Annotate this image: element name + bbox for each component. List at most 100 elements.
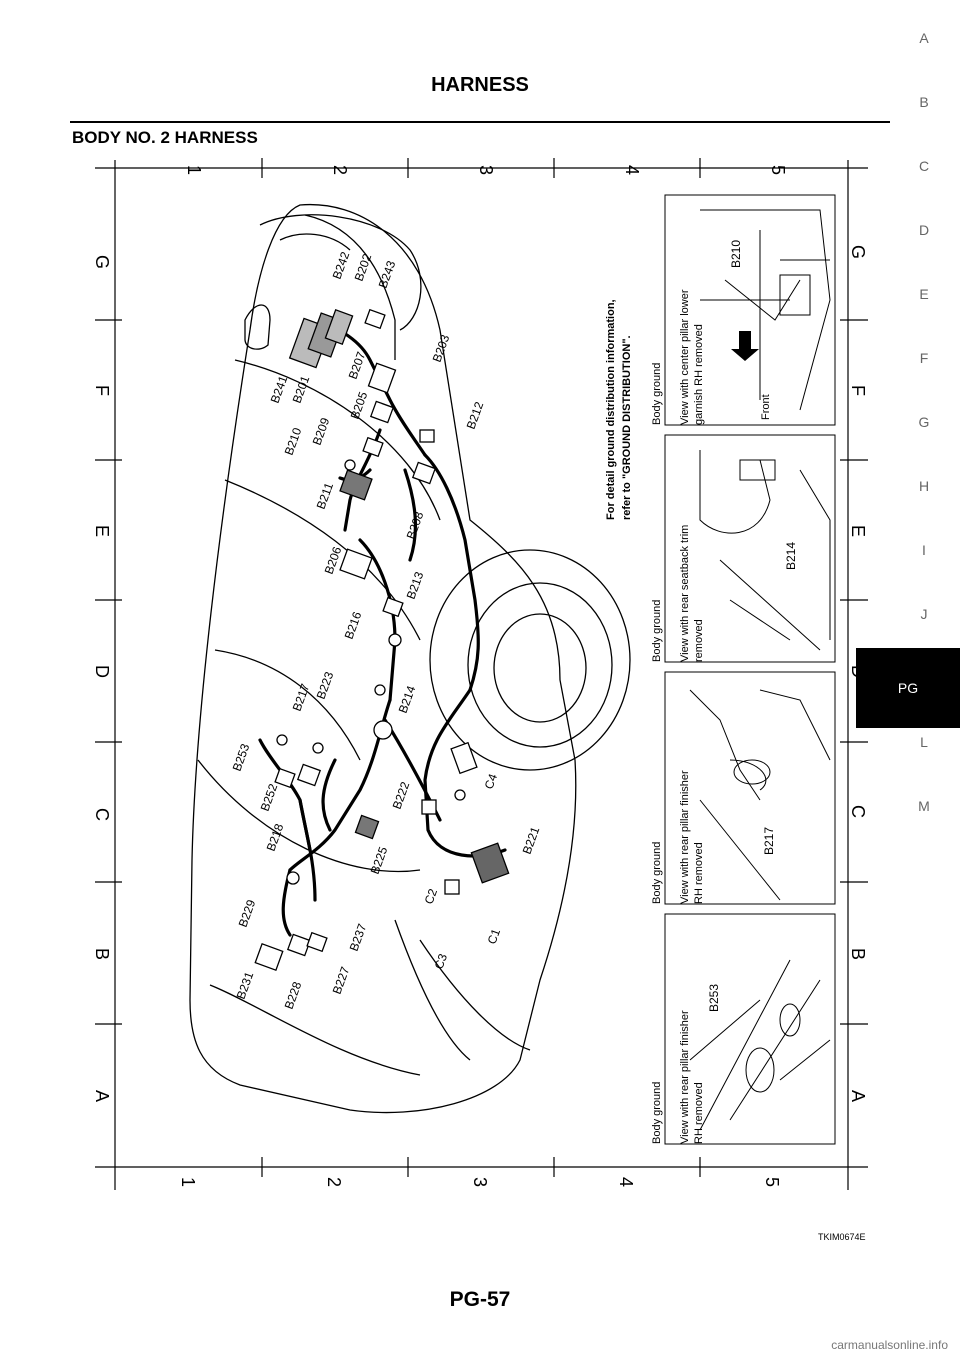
label-b223: B223 <box>314 670 337 701</box>
grid-num-bottom-3: 3 <box>470 1177 490 1187</box>
tab-d[interactable]: D <box>918 222 930 238</box>
page-number: PG-57 <box>449 1288 511 1311</box>
tab-f[interactable]: F <box>919 350 929 366</box>
tab-g[interactable]: G <box>918 414 930 430</box>
panel4-heading: Body ground <box>651 1082 663 1144</box>
panel1-caption-line1: View with center pillar lower <box>679 289 691 425</box>
panel4-connector-label: B253 <box>707 984 721 1012</box>
panel3-heading: Body ground <box>651 842 663 904</box>
label-b207: B207 <box>346 350 369 381</box>
panel2-heading: Body ground <box>651 600 663 662</box>
panel3-caption-line2: RH removed <box>693 842 705 904</box>
car-body-outline <box>189 203 631 1114</box>
grid-letters: G F E D C B A G F E D C B A <box>92 245 868 1102</box>
label-b237: B237 <box>347 922 370 953</box>
label-b214: B214 <box>396 684 419 715</box>
label-b208: B208 <box>404 510 427 541</box>
grid-num-top-4: 4 <box>622 165 642 175</box>
grid-num-bottom-2: 2 <box>324 1177 344 1187</box>
grid-num-bottom-4: 4 <box>616 1177 636 1187</box>
label-b231: B231 <box>234 970 257 1001</box>
tab-b[interactable]: B <box>919 94 929 110</box>
side-tab-index: A B C D E F G H I J PG L M <box>856 0 960 1358</box>
tab-a[interactable]: A <box>919 30 929 46</box>
tab-e[interactable]: E <box>919 286 929 302</box>
grid-letter-left-d: D <box>92 665 112 678</box>
grid-num-top-3: 3 <box>476 165 496 175</box>
grid-letter-right-e: E <box>848 525 868 537</box>
label-b217: B217 <box>290 682 313 713</box>
label-b253: B253 <box>230 742 253 773</box>
label-b206: B206 <box>322 545 345 576</box>
label-b202: B202 <box>352 252 375 283</box>
grid-letter-right-a: A <box>848 1090 868 1102</box>
grid-letter-left-g: G <box>92 255 112 269</box>
panel3-connector-label: B217 <box>762 827 776 855</box>
label-b241: B241 <box>268 374 291 405</box>
label-b216: B216 <box>342 610 365 641</box>
panel-texts: Body ground View with center pillar lowe… <box>651 289 772 1144</box>
figure-code: TKIM0674E <box>818 1232 866 1242</box>
grid-letter-right-f: F <box>848 385 868 396</box>
label-b213: B213 <box>404 570 427 601</box>
tab-h[interactable]: H <box>918 478 930 494</box>
label-b221: B221 <box>520 825 543 856</box>
section-title: BODY NO. 2 HARNESS <box>72 128 258 147</box>
panel4-caption-line1: View with rear pillar finisher <box>679 1010 691 1144</box>
label-b227: B227 <box>330 965 353 996</box>
label-b229: B229 <box>236 898 259 929</box>
tab-pg-active[interactable]: PG <box>856 648 960 728</box>
panel2-caption-line1: View with rear seatback trim <box>679 525 691 662</box>
grid-letter-right-b: B <box>848 948 868 960</box>
header-rule <box>70 121 890 123</box>
grid-letter-right-c: C <box>848 805 868 818</box>
harness-wires <box>258 318 507 937</box>
ground-note: For detail ground distribution informati… <box>605 299 633 520</box>
label-b211: B211 <box>314 480 337 511</box>
ground-eyelets <box>276 459 466 885</box>
connector-bodies <box>254 308 510 971</box>
tab-i[interactable]: I <box>922 542 926 558</box>
grid-frame <box>95 158 868 1190</box>
panel1-heading: Body ground <box>651 363 663 425</box>
label-b205: B205 <box>348 390 371 421</box>
label-b209: B209 <box>310 416 333 447</box>
grid-letter-left-c: C <box>92 808 112 821</box>
tab-j[interactable]: J <box>920 606 928 622</box>
grid-num-top-2: 2 <box>330 165 350 175</box>
label-b201: B201 <box>290 374 313 405</box>
ground-note-line1: For detail ground distribution informati… <box>605 299 617 520</box>
grid-letter-left-a: A <box>92 1090 112 1102</box>
ground-note-line2: refer to "GROUND DISTRIBUTION". <box>621 335 633 520</box>
grid-letter-left-f: F <box>92 385 112 396</box>
panel2-caption-line2: removed <box>693 619 705 662</box>
grid-num-bottom-1: 1 <box>178 1177 198 1187</box>
tab-c[interactable]: C <box>918 158 930 174</box>
label-c1: C1 <box>485 927 504 947</box>
inset-sketches <box>689 209 831 1131</box>
grid-num-bottom-5: 5 <box>762 1177 782 1187</box>
grid-num-top-5: 5 <box>768 165 788 175</box>
tab-m[interactable]: M <box>918 798 930 814</box>
label-c4: C4 <box>482 772 501 792</box>
panel1-caption-line2: garnish RH removed <box>693 324 705 425</box>
grid-letter-left-b: B <box>92 948 112 960</box>
grid-numbers: 1 2 3 4 5 1 2 3 4 5 <box>178 165 788 1187</box>
panel1-connector-label: B210 <box>729 240 743 268</box>
label-c2: C2 <box>422 887 441 907</box>
grid-letter-left-e: E <box>92 525 112 537</box>
tab-l[interactable]: L <box>920 734 928 750</box>
grid-num-top-1: 1 <box>184 165 204 175</box>
label-b252: B252 <box>258 782 281 813</box>
panel4-caption-line2: RH removed <box>693 1082 705 1144</box>
label-b210: B210 <box>282 426 305 457</box>
label-b203: B203 <box>430 333 453 364</box>
label-b212: B212 <box>464 400 487 431</box>
panel1-front-label: Front <box>760 394 772 420</box>
inset-panel-frames <box>664 194 836 1145</box>
front-arrow-icon <box>731 331 759 361</box>
label-b242: B242 <box>330 250 353 281</box>
footer-site: carmanualsonline.info <box>831 1338 948 1352</box>
panel-connector-labels: B210 B214 B217 B253 <box>707 240 798 1012</box>
grid-letter-right-g: G <box>848 245 868 259</box>
